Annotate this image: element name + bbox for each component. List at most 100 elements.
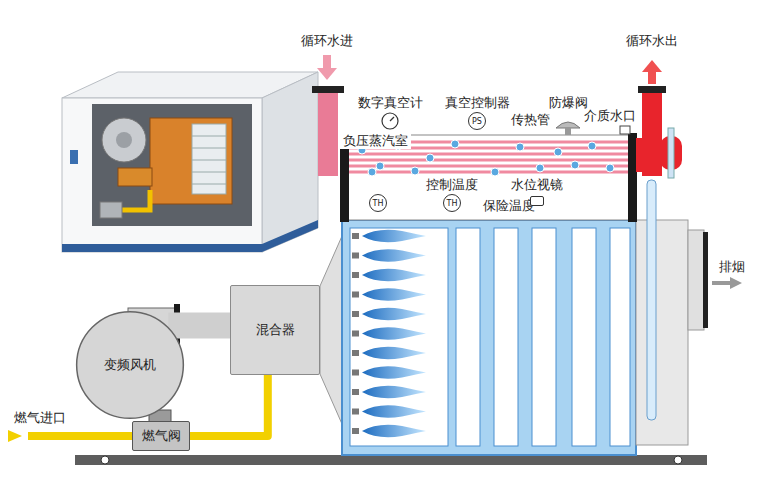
- steam-drops: [411, 167, 419, 175]
- steam-drops: [394, 142, 402, 150]
- cabinet-picture: [92, 104, 252, 226]
- air-duct: [168, 313, 230, 339]
- base-frame: [101, 456, 109, 464]
- burner-flames: [362, 386, 426, 398]
- base-frame: [674, 456, 682, 464]
- burner-flames: [362, 347, 426, 359]
- medium-water-port: [620, 126, 630, 134]
- steam-drops: [376, 162, 384, 170]
- sensor-code: TH: [373, 199, 384, 208]
- gauge-dial: [382, 113, 398, 129]
- steam-drops: [554, 148, 562, 156]
- cabinet-picture: [192, 160, 226, 161]
- burner-flames: [352, 409, 359, 415]
- level-gauge-tube: [647, 180, 656, 420]
- burner-flames: [352, 370, 359, 376]
- chamber-end-caps: [340, 133, 637, 222]
- furnace-body: [494, 228, 518, 446]
- furnace-body: [342, 220, 636, 455]
- part-label: 排烟: [719, 259, 745, 275]
- furnace-body: [572, 228, 596, 446]
- cabinet-picture: [192, 184, 226, 185]
- part-label: 循环水出: [626, 33, 678, 49]
- furnace-body: [532, 228, 556, 446]
- steam-drops: [426, 154, 434, 162]
- base-frame: [75, 455, 707, 465]
- sensor-circle: PS: [468, 112, 486, 130]
- outlet-pipe: [648, 71, 656, 84]
- vacuum-controller: 真空控制器PS: [445, 95, 510, 130]
- part-label: 传热管: [511, 112, 550, 128]
- part-name: 数字真空计: [358, 95, 423, 111]
- outlet-pipe: [642, 92, 662, 176]
- burner-flames: [362, 288, 426, 300]
- furnace-body: [350, 228, 448, 446]
- steam-drops: [358, 140, 614, 176]
- temperature-sensor: 保险温度TH: [352, 177, 404, 212]
- steam-drops: [571, 161, 579, 169]
- gas-inlet-pipe: [8, 410, 171, 442]
- burner-flames: [352, 428, 359, 434]
- outlet-pipe: [668, 128, 674, 178]
- cabinet-picture: [100, 202, 122, 218]
- burner-flames: [352, 292, 359, 298]
- burner-flames: [352, 233, 359, 239]
- cabinet-picture: [192, 148, 226, 149]
- heat-tubes: [349, 147, 628, 150]
- steam-drops: [516, 143, 524, 151]
- steam-drops: [358, 146, 366, 154]
- outlet-pipe: [638, 86, 666, 93]
- furnace-body: [610, 228, 630, 446]
- vacuum-gauge: 数字真空计: [358, 95, 423, 130]
- part-name: 混合器: [256, 322, 295, 338]
- part-name: 真空控制器: [445, 95, 510, 111]
- burner-flames: [362, 366, 426, 378]
- sensor-code: TH: [447, 199, 458, 208]
- heat-tubes: [349, 159, 628, 162]
- fan-circle: [75, 310, 185, 420]
- burner-flames: [362, 405, 426, 417]
- part-name: 变频风机: [104, 357, 156, 373]
- steam-drops: [368, 168, 376, 176]
- steam-drops: [588, 142, 596, 150]
- heat-tubes: [349, 153, 628, 156]
- cabinet-picture: [62, 72, 318, 252]
- cabinet-picture: [62, 98, 262, 252]
- part-name: 燃气阀: [142, 428, 181, 444]
- base-frame: [75, 455, 707, 465]
- burner-flames: [362, 230, 426, 242]
- inlet-pipe: [312, 86, 344, 93]
- heat-tubes: [349, 171, 628, 174]
- part-name: 水位视镜: [511, 177, 563, 193]
- cabinet-picture: [118, 168, 152, 186]
- cabinet-picture: [262, 72, 318, 252]
- cabinet-picture: [116, 132, 132, 148]
- medium-water-port: [620, 126, 630, 134]
- gas-inlet-pipe: [149, 410, 171, 422]
- explosion-valve: [556, 122, 580, 135]
- burner-flames: [352, 230, 426, 437]
- smoke-box: [730, 277, 742, 289]
- burner-flames: [352, 253, 359, 259]
- smoke-box: [703, 232, 708, 328]
- steam-drops: [491, 168, 499, 176]
- chamber-end-caps: [628, 133, 637, 222]
- steam-drops: [536, 164, 544, 172]
- outlet-pipe: [636, 60, 682, 178]
- smoke-box: [636, 220, 688, 445]
- cabinet-picture: [192, 172, 226, 173]
- inlet-pipe: [323, 55, 331, 69]
- steam-drops: [606, 164, 614, 172]
- sensor-circle: TH: [443, 194, 461, 212]
- fan-circle: 变频风机: [75, 310, 185, 420]
- part-label: 介质水口: [584, 108, 636, 124]
- burner-flames: [362, 425, 426, 437]
- heat-tubes: [349, 142, 628, 172]
- steam-chamber: [342, 135, 636, 220]
- explosion-valve: [565, 127, 571, 135]
- mixer-taper: [320, 236, 342, 424]
- cabinet-picture: [192, 124, 226, 194]
